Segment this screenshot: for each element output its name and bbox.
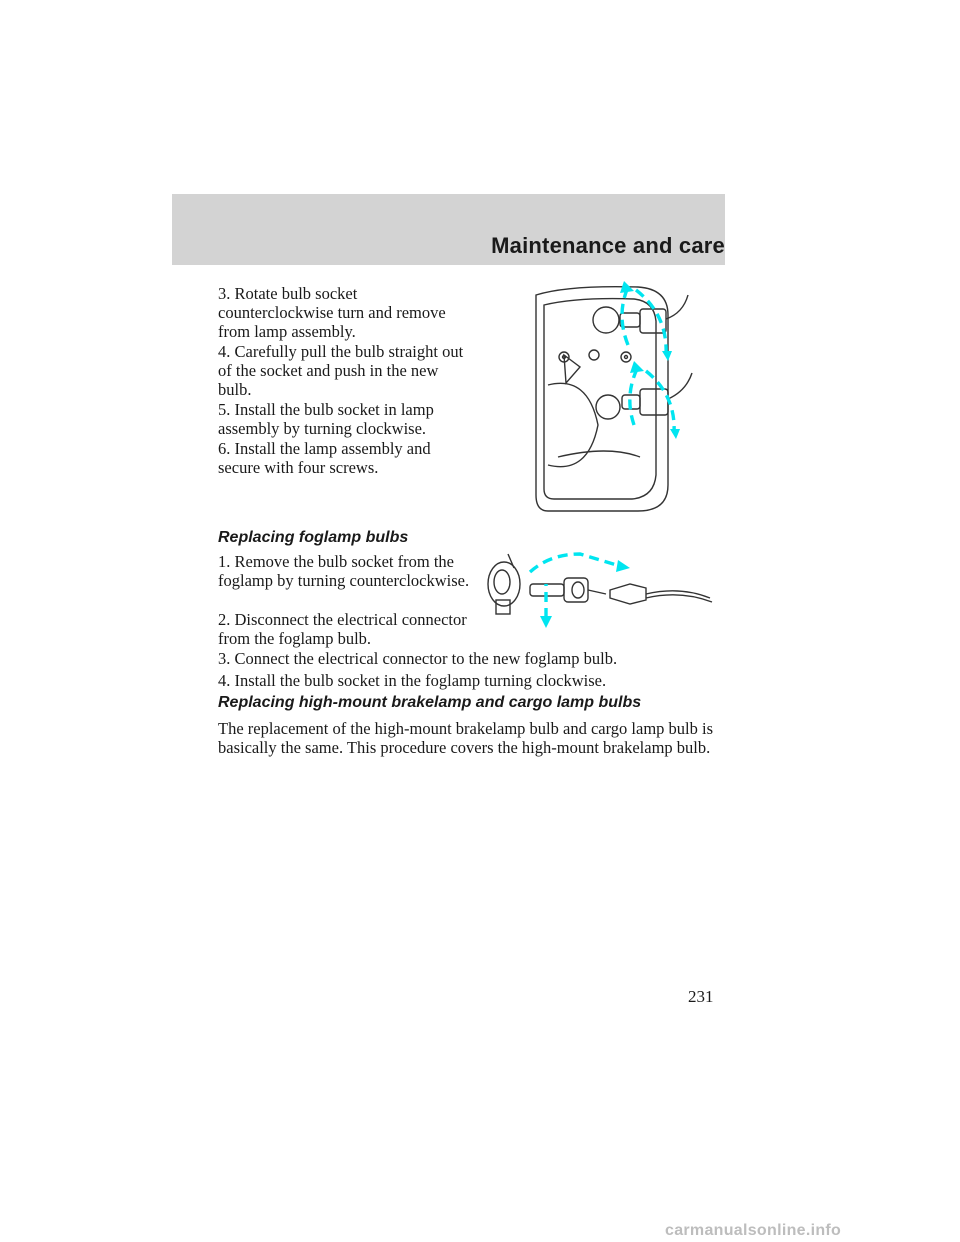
step-4-replace-bulb: 4. Carefully pull the bulb straight out … [218, 342, 464, 399]
step-6-install-lamp: 6. Install the lamp assembly and secure … [218, 439, 431, 477]
foglamp-step-2: 2. Disconnect the electrical connector f… [218, 610, 467, 648]
watermark: carmanualsonline.info [665, 1222, 842, 1239]
foglamp-step-4: 4. Install the bulb socket in the foglam… [218, 671, 607, 690]
step-3-rotate-socket: 3. Rotate bulb socket counterclockwise t… [218, 284, 446, 341]
step-5-install-socket: 5. Install the bulb socket in lamp assem… [218, 400, 434, 438]
foglamp-illustration [487, 552, 713, 628]
foglamp-step-3: 3. Connect the electrical connector to t… [218, 649, 618, 668]
section-header-band: Maintenance and care [172, 194, 725, 265]
foglamp-heading: Replacing foglamp bulbs [218, 529, 409, 546]
section-title: Maintenance and care [491, 233, 725, 258]
page-number: 231 [688, 987, 714, 1006]
brakelamp-heading: Replacing high-mount brakelamp and cargo… [218, 694, 642, 711]
foglamp-step-1: 1. Remove the bulb socket from the fogla… [218, 552, 470, 590]
brakelamp-paragraph: The replacement of the high-mount brakel… [218, 719, 714, 757]
tail-lamp-illustration [535, 281, 693, 512]
